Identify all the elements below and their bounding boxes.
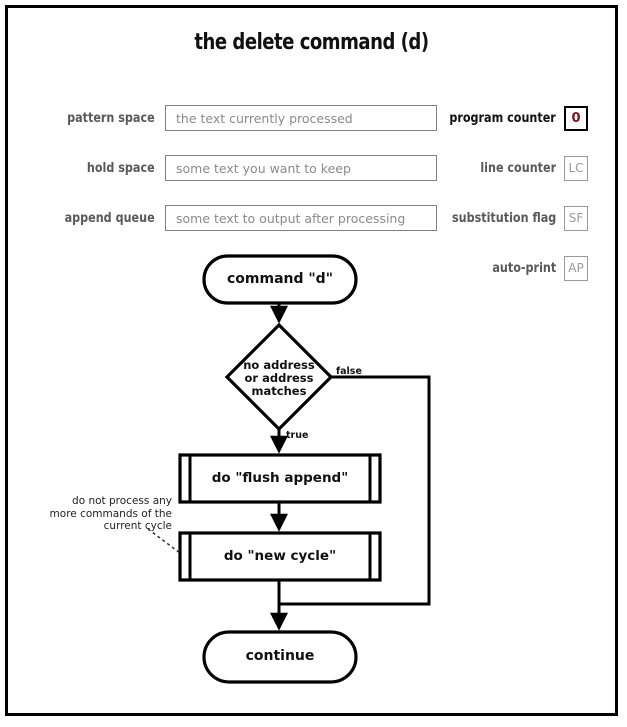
annotation-note: do not process any more commands of the … bbox=[32, 495, 172, 533]
register-row-hold-space: hold space some text you want to keep bbox=[38, 155, 438, 181]
edge-label-true: true bbox=[286, 430, 309, 441]
chip-substitution-flag[interactable]: SF bbox=[564, 205, 588, 231]
label-line-counter: line counter bbox=[480, 160, 556, 176]
label-pattern-space: pattern space bbox=[67, 110, 155, 126]
input-hold-space[interactable]: some text you want to keep bbox=[165, 155, 437, 181]
register-row-append-queue: append queue some text to output after p… bbox=[38, 205, 438, 231]
node-end-label: continue bbox=[245, 648, 315, 664]
register-row-program-counter: program counter 0 bbox=[432, 105, 588, 131]
node-decision-label-line1: no address bbox=[243, 358, 315, 372]
node-end-shape bbox=[202, 630, 358, 684]
register-row-line-counter: line counter LC bbox=[468, 155, 588, 181]
chip-auto-print[interactable]: AP bbox=[564, 255, 588, 281]
edge-false-bypass bbox=[279, 375, 431, 606]
node-decision-shape bbox=[224, 322, 334, 432]
node-process2-shape bbox=[178, 531, 382, 582]
node-process2-label: do "new cycle" bbox=[223, 548, 337, 564]
register-row-substitution-flag: substitution flag SF bbox=[435, 205, 588, 231]
chip-line-counter[interactable]: LC bbox=[564, 155, 588, 181]
label-program-counter: program counter bbox=[449, 110, 556, 126]
label-substitution-flag: substitution flag bbox=[451, 210, 556, 226]
diagram-canvas: the delete command (d) pattern space the… bbox=[5, 5, 618, 716]
label-hold-space: hold space bbox=[86, 160, 155, 176]
chip-program-counter[interactable]: 0 bbox=[564, 105, 588, 131]
node-start-shape bbox=[202, 254, 358, 305]
label-auto-print: auto-print bbox=[492, 260, 556, 276]
node-decision-label-line3: matches bbox=[251, 384, 307, 398]
edge-label-false: false bbox=[336, 366, 362, 377]
node-start-label: command "d" bbox=[226, 271, 333, 287]
label-append-queue: append queue bbox=[64, 210, 155, 226]
node-process1-label: do "flush append" bbox=[211, 470, 349, 486]
annotation-line-3: current cycle bbox=[103, 520, 172, 532]
annotation-line-1: do not process any bbox=[72, 495, 172, 507]
node-process1-shape bbox=[178, 453, 382, 504]
annotation-leader-line bbox=[147, 528, 181, 554]
annotation-line-2: more commands of the bbox=[49, 507, 172, 520]
input-append-queue[interactable]: some text to output after processing bbox=[165, 205, 437, 231]
input-pattern-space[interactable]: the text currently processed bbox=[165, 105, 437, 131]
register-row-pattern-space: pattern space the text currently process… bbox=[38, 105, 438, 131]
register-row-auto-print: auto-print AP bbox=[482, 255, 588, 281]
page-title: the delete command (d) bbox=[194, 30, 429, 55]
node-decision-label-line2: or address bbox=[244, 371, 314, 385]
